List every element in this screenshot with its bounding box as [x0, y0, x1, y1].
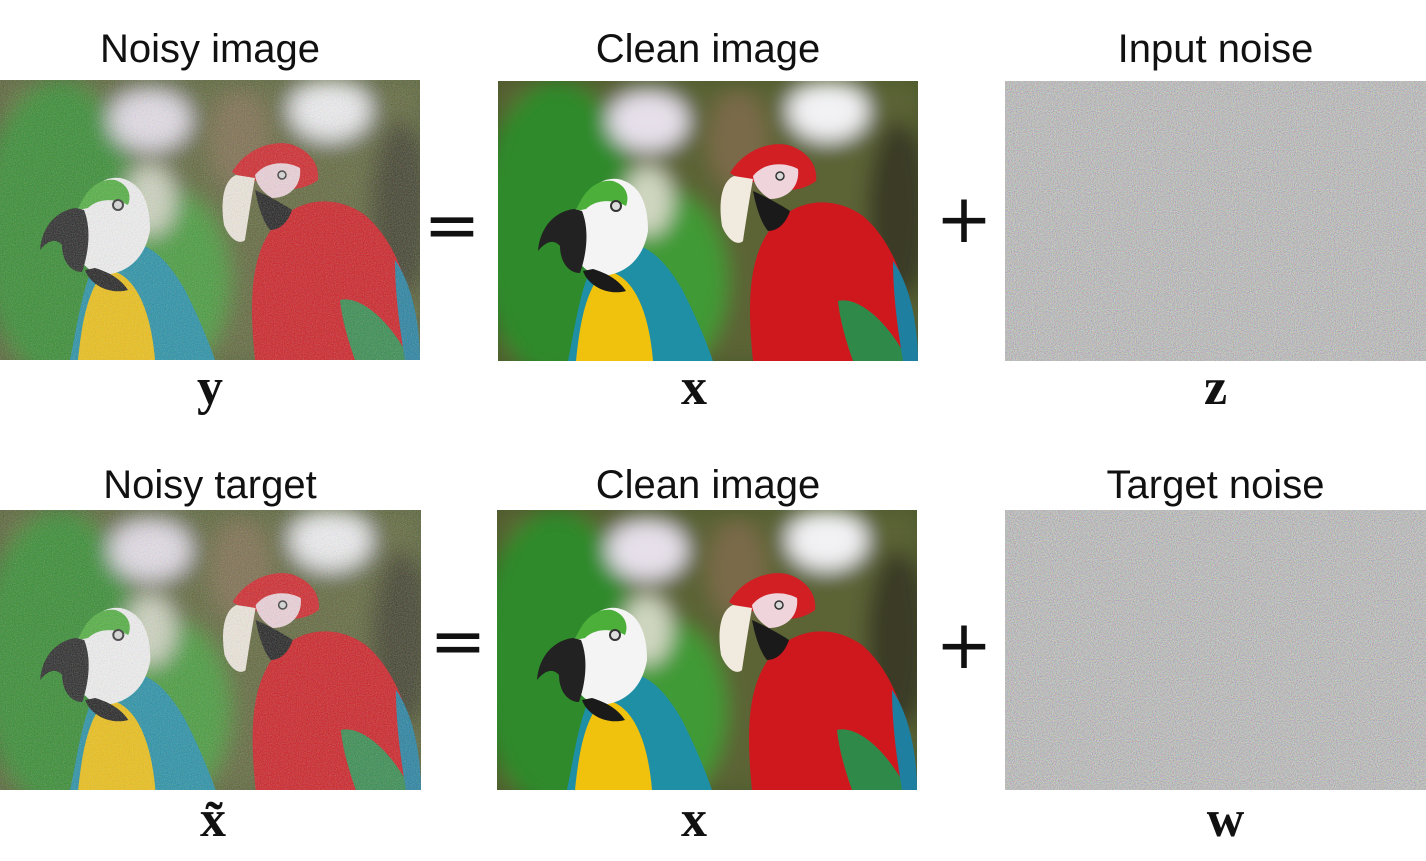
symbol-z: z — [1203, 359, 1228, 416]
noisy-target-panel — [0, 510, 421, 790]
plus-sign-2: + — [935, 606, 993, 685]
symbol-x-2: x — [681, 791, 707, 848]
target-noise-title: Target noise — [1106, 463, 1325, 507]
symbol-y: y — [197, 359, 223, 416]
clean-image-panel-2 — [497, 510, 917, 790]
clean-image-title-2: Clean image — [595, 463, 821, 507]
input-noise-panel — [1005, 81, 1426, 361]
noisy-image-panel — [0, 80, 420, 360]
input-noise-title: Input noise — [1117, 27, 1314, 71]
symbol-w: w — [1206, 791, 1245, 848]
plus-sign: + — [935, 180, 993, 259]
noisy-image-title: Noisy image — [99, 27, 321, 71]
target-noise-panel — [1005, 510, 1426, 790]
clean-image-panel — [498, 81, 918, 361]
equals-sign: = — [423, 186, 481, 265]
noisy-target-title: Noisy target — [103, 463, 317, 507]
symbol-x-tilde: x̃ — [200, 791, 226, 848]
symbol-x: x — [681, 359, 707, 416]
clean-image-title: Clean image — [595, 27, 821, 71]
equals-sign-2: = — [429, 602, 487, 681]
